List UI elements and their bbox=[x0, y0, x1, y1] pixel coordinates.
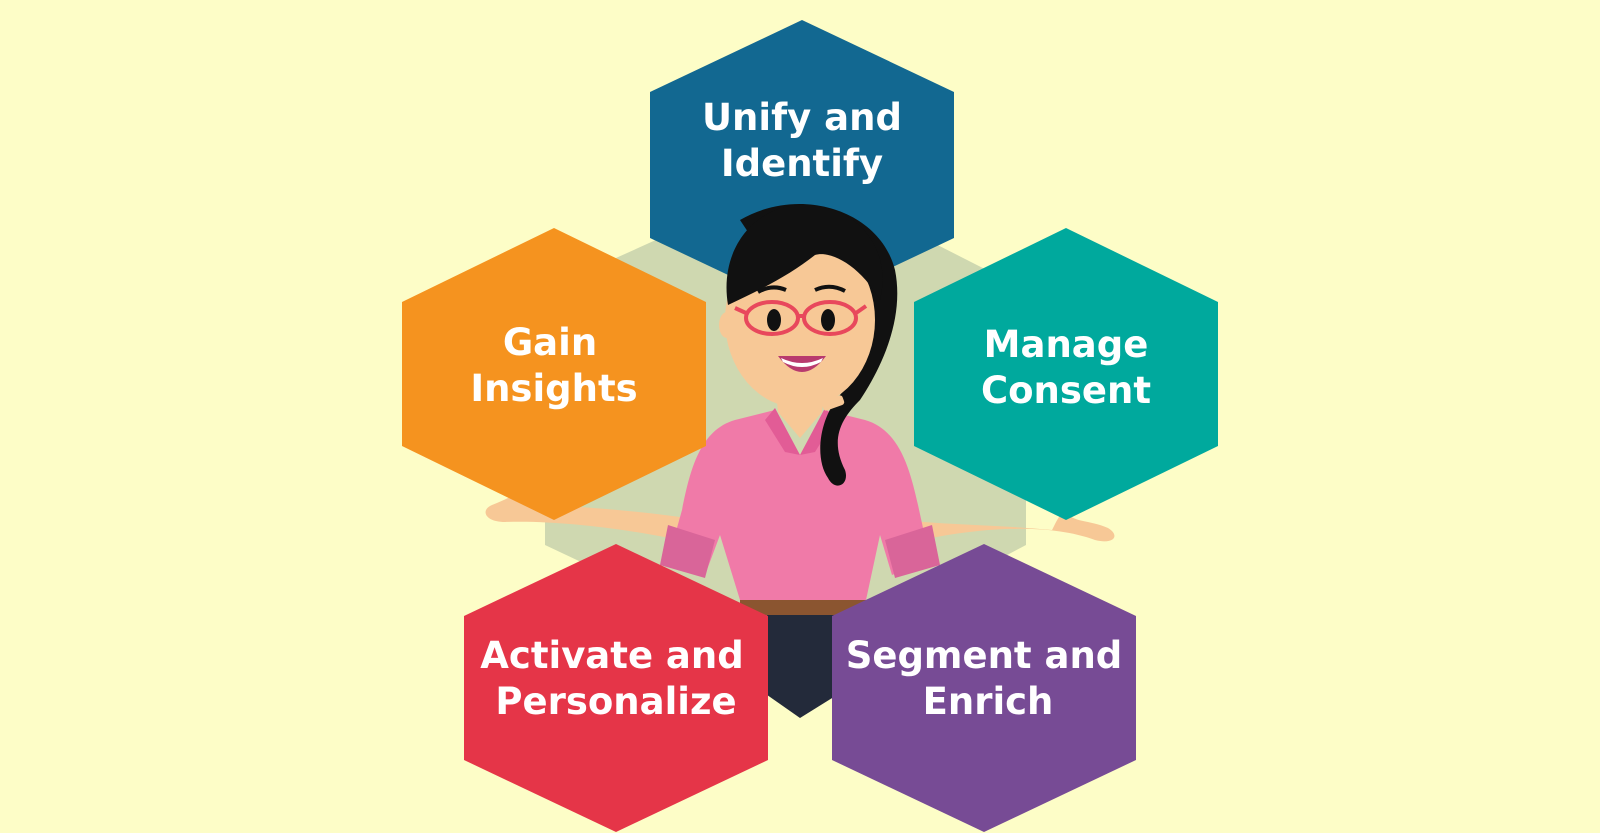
glasses-icon bbox=[734, 300, 868, 336]
ear bbox=[719, 312, 735, 338]
right-arm bbox=[900, 511, 1115, 545]
hex-gain-insights: Gain Insights bbox=[402, 228, 706, 520]
hex-gain-shape bbox=[402, 228, 706, 520]
hex-segment-label-line2: Enrich bbox=[923, 680, 1054, 723]
hex-segment-and-enrich: Segment and Enrich bbox=[832, 544, 1136, 832]
hex-manage-label-line1: Manage bbox=[984, 323, 1149, 366]
collar-shape bbox=[765, 408, 800, 455]
hex-manage-label-line2: Consent bbox=[981, 369, 1151, 412]
right-eyebrow bbox=[814, 284, 846, 293]
pants-shape bbox=[760, 600, 845, 718]
hex-unify-label-line1: Unify and bbox=[702, 96, 902, 139]
hex-manage-consent: Manage Consent bbox=[914, 228, 1218, 520]
hex-segment-label-line1: Segment and bbox=[846, 634, 1123, 677]
left-cuff bbox=[660, 525, 715, 578]
hex-activate-and-personalize: Activate and Personalize bbox=[464, 544, 768, 832]
left-eye bbox=[767, 309, 781, 331]
shirt-shape bbox=[668, 410, 930, 600]
hex-segment-shape bbox=[832, 544, 1136, 832]
right-eye bbox=[821, 309, 835, 331]
hex-activate-label-line2: Personalize bbox=[495, 680, 736, 723]
hex-gain-label-line2: Insights bbox=[470, 367, 637, 410]
left-eyebrow bbox=[757, 285, 787, 294]
right-cuff bbox=[885, 525, 940, 578]
hex-manage-shape bbox=[914, 228, 1218, 520]
smile-teeth bbox=[781, 358, 823, 367]
hex-unify-label-line2: Identify bbox=[721, 142, 883, 185]
hair-tie bbox=[821, 395, 845, 411]
hex-activate-shape bbox=[464, 544, 768, 832]
woman-illustration-icon bbox=[485, 204, 1115, 718]
hex-activate-label-line1: Activate and bbox=[480, 634, 743, 677]
hair-top bbox=[726, 204, 883, 305]
hex-gain-label-line1: Gain bbox=[503, 321, 597, 364]
